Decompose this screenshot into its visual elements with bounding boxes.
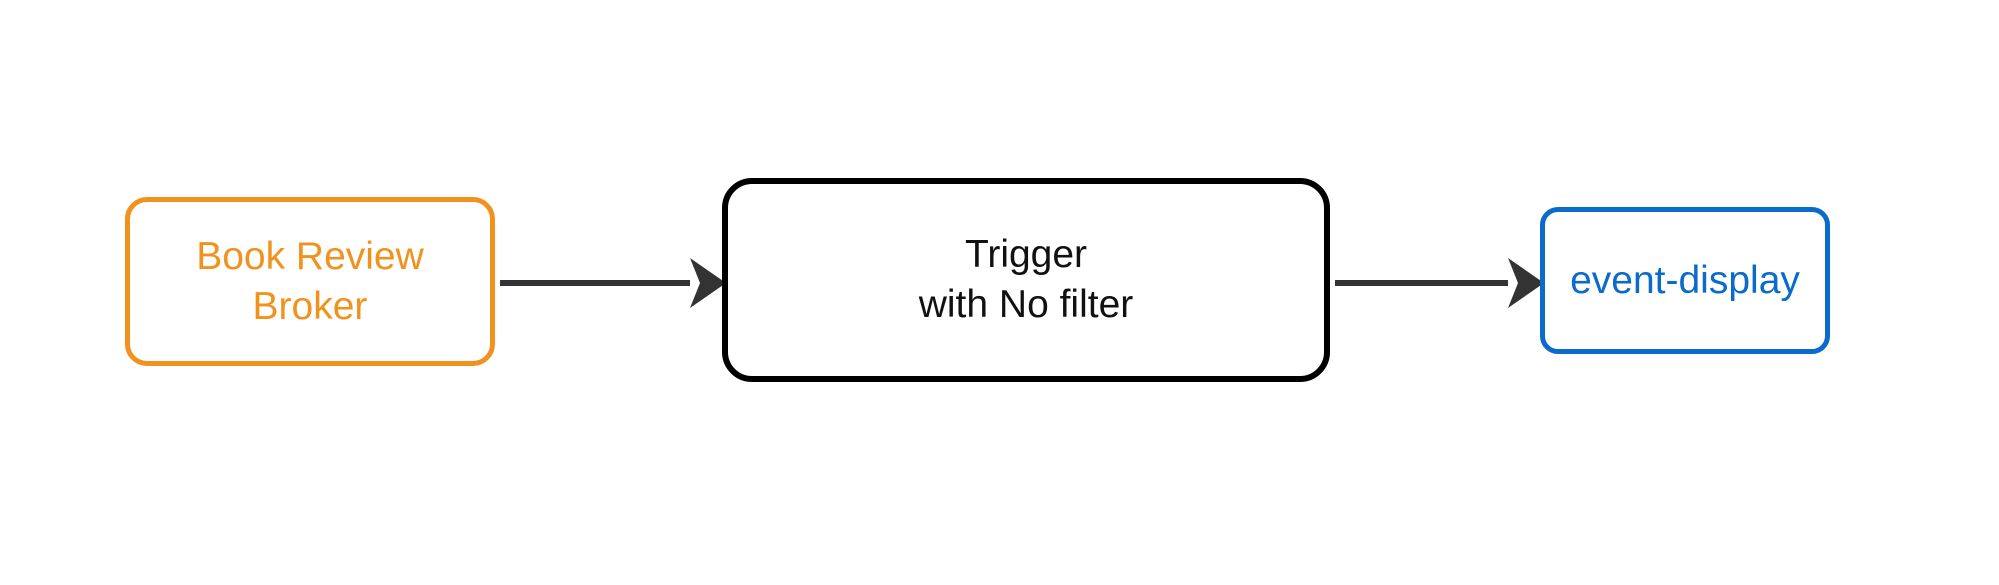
node-event-display[interactable]: event-display (1540, 207, 1830, 354)
node-event-display-label: event-display (1570, 258, 1800, 302)
node-trigger-label: Trigger with No filter (918, 233, 1134, 326)
node-trigger[interactable]: Trigger with No filter (722, 178, 1330, 382)
node-book-review-broker-label: Book Review Broker (196, 234, 424, 328)
edge-broker-to-trigger-arrowhead (690, 258, 726, 308)
edge-trigger-to-sink-arrowhead (1508, 258, 1544, 308)
edge-broker-to-trigger (500, 258, 726, 308)
edge-trigger-to-sink (1335, 258, 1544, 308)
node-book-review-broker[interactable]: Book Review Broker (125, 197, 495, 366)
